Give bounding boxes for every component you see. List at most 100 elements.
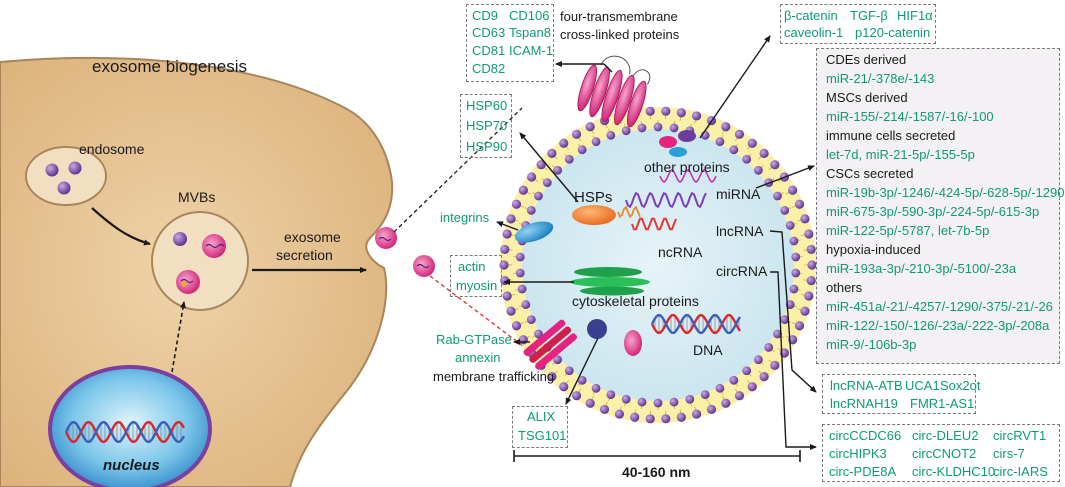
escrt-protein [587, 319, 607, 339]
lipid-head [747, 382, 757, 392]
lipid-head [734, 391, 745, 401]
lipid-head [606, 130, 616, 140]
lipid-head [773, 191, 782, 201]
mirna-entry: miR-122/-150/-126/-23a/-222-3p/-208a [826, 318, 1050, 333]
lipid-head [500, 244, 510, 255]
secretion-label-line2: secretion [276, 247, 333, 263]
cyto-item: actin [458, 259, 486, 274]
mirna-group-heading: MSCs derived [826, 90, 908, 105]
tetraspanin-label-line1: four-transmembrane [560, 9, 678, 24]
tetraspanin-label-line2: cross-linked proteins [560, 27, 680, 42]
rna-strands [617, 168, 717, 231]
nucleus [48, 365, 212, 487]
lipid-head [502, 291, 512, 301]
lipid-head [527, 172, 537, 182]
lipid-head [645, 106, 655, 116]
trafficking-channel [523, 319, 577, 370]
lipid-head [542, 178, 552, 187]
lipid-head [585, 398, 595, 408]
other-protein-item: β-catenin [784, 8, 838, 23]
lipid-head [621, 126, 631, 136]
ncrna-label: ncRNA [658, 244, 703, 260]
other-protein-item: TGF-β [850, 8, 888, 23]
nucleus-dna-helix [64, 420, 186, 444]
lipid-head [791, 252, 801, 262]
lipid-head [653, 122, 663, 132]
lipid-head [770, 360, 780, 370]
lipid-head [637, 397, 647, 407]
lipid-head [753, 165, 763, 175]
mirna-group-heading: immune cells secreted [826, 128, 956, 143]
lipid-head [526, 205, 536, 215]
maturation-arrow [91, 207, 151, 246]
endosome-label: endosome [79, 141, 145, 157]
other-proteins-label: other proteins [644, 159, 730, 175]
tetraspanin-item: CD9 [472, 8, 499, 23]
other-protein-item: caveolin-1 [784, 25, 844, 40]
lipid-head [676, 108, 686, 118]
lipid-head [564, 154, 574, 164]
cyto-box [450, 255, 502, 297]
mirna-panel [816, 48, 1060, 364]
lipid-head [770, 160, 780, 170]
tetraspanin-item: CD106 [509, 8, 550, 23]
lipid-head [637, 123, 647, 133]
lipid-head [807, 260, 817, 270]
lipid-head [747, 138, 757, 148]
other-protein-item: p120-catenin [855, 25, 931, 40]
lipid-head [511, 199, 522, 209]
lipid-head [759, 372, 769, 382]
lncrna-item: FMR1-AS1 [910, 396, 975, 411]
circrna-item: circCNOT2 [912, 446, 977, 461]
tetraspanin-item: Tspan8 [509, 25, 551, 40]
lipid-head [692, 111, 702, 121]
lipid-head [715, 383, 725, 393]
mirna-entry: miR-21/-378e/-143 [826, 71, 935, 86]
hsp-label: HSPs [574, 189, 613, 206]
lipid-head [753, 355, 763, 365]
circrna-item: circRVT1 [993, 428, 1047, 443]
lipid-head [577, 375, 587, 385]
mirna-entry: miR-155/-214/-1587/-16/-100 [826, 109, 994, 124]
lipid-head [788, 185, 798, 195]
lipid-head [553, 165, 563, 175]
lipid-head [791, 268, 801, 278]
trafficking-item: annexin [455, 350, 501, 365]
hsp-item: HSP90 [466, 139, 508, 154]
lipid-head [511, 321, 522, 331]
tetraspanin-protein [577, 55, 651, 128]
mvb [151, 211, 249, 311]
lipid-head [785, 221, 795, 230]
lipid-head [721, 398, 731, 408]
lipid-head [534, 329, 543, 339]
mvbs-label: MVBs [178, 189, 216, 205]
hsp-arrow [519, 132, 579, 203]
tetraspanin-item: CD63 [472, 25, 506, 40]
lipid-head [591, 383, 601, 393]
mirna-entry: miR-451a/-21/-4257/-1290/-375/-21/-26 [826, 299, 1053, 314]
integrin-protein [514, 221, 554, 243]
lipid-head [559, 382, 569, 392]
circrna-item: cirs-7 [993, 446, 1025, 461]
zoom-line [393, 107, 523, 233]
lipid-head [517, 284, 527, 294]
lipid-head [553, 355, 563, 365]
mirna-group-heading: CDEs derived [826, 52, 907, 67]
lipid-head [794, 199, 805, 209]
trafficking-label: membrane trafficking [433, 369, 555, 384]
integrin-arrow [496, 221, 519, 231]
lncrna-item: Sox2ot [940, 378, 981, 393]
circrna-item: circ-DLEU2 [912, 428, 979, 443]
lipid-head [571, 129, 582, 139]
hsp-item: HSP60 [466, 98, 508, 113]
lipid-head [653, 398, 663, 408]
lipid-head [506, 214, 516, 224]
endosome-vesicle [68, 161, 82, 175]
lipid-head [585, 122, 595, 132]
lipid-head [804, 291, 814, 301]
lipid-head [806, 275, 816, 286]
lipid-head [742, 154, 752, 164]
escrt-box [512, 406, 568, 448]
circrna-item: circHIPK3 [829, 446, 887, 461]
